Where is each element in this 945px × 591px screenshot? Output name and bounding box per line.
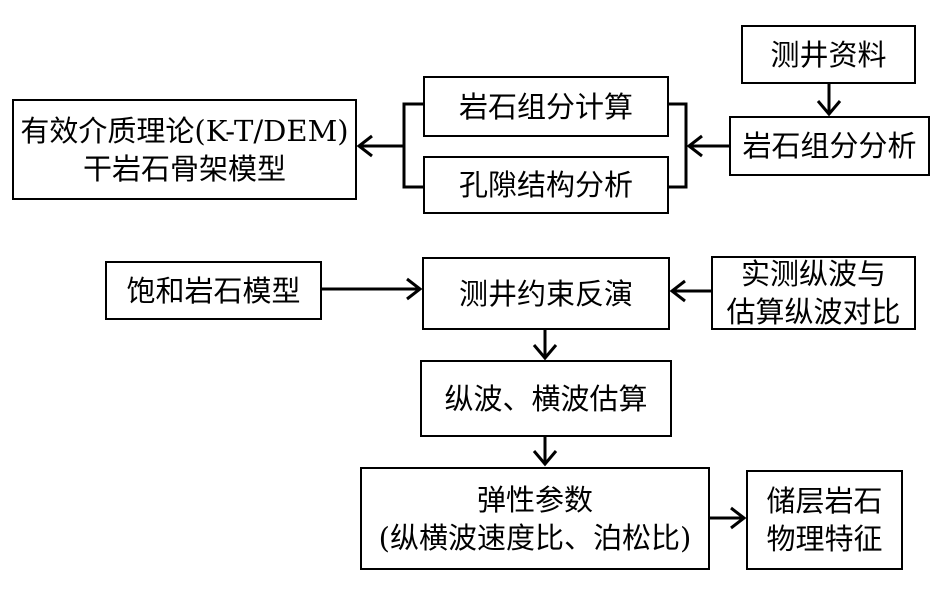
rock-composition-calc-label: 岩石组分计算 (458, 89, 633, 124)
arrowhead-left-1 (686, 134, 703, 158)
arrowhead-down-2 (532, 344, 558, 361)
dry-rock-model-box: 有效介质理论(K-T/DEM) 干岩石骨架模型 (12, 99, 357, 200)
arrowhead-left-2 (356, 134, 373, 158)
reservoir-physical-line2: 物理特征 (766, 522, 883, 556)
arrowhead-right-1 (406, 277, 423, 301)
arrowhead-down-1 (816, 100, 842, 117)
well-constrained-inversion-box: 测井约束反演 (422, 257, 670, 330)
dry-rock-model-line2: 干岩石骨架模型 (82, 151, 286, 186)
rock-composition-calc-box: 岩石组分计算 (423, 76, 669, 137)
pore-structure-analysis-label: 孔隙结构分析 (458, 168, 633, 202)
elastic-params-line2: (纵横波速度比、泊松比) (378, 520, 692, 555)
p-s-wave-estimation-box: 纵波、横波估算 (420, 360, 672, 437)
reservoir-physical-box: 储层岩石 物理特征 (746, 470, 903, 570)
well-data-label: 测井资料 (770, 37, 887, 72)
rock-composition-analysis-label: 岩石组分分析 (742, 129, 917, 163)
p-s-wave-estimation-label: 纵波、横波估算 (444, 381, 648, 416)
saturated-rock-model-box: 饱和岩石模型 (105, 261, 322, 320)
rock-composition-analysis-box: 岩石组分分析 (729, 116, 930, 176)
measured-vs-estimated-line2: 估算纵波对比 (726, 295, 901, 329)
elastic-params-line1: 弹性参数 (476, 482, 593, 517)
elastic-params-box: 弹性参数 (纵横波速度比、泊松比) (360, 467, 710, 570)
measured-vs-estimated-line1: 实测纵波与 (740, 257, 886, 291)
arrowhead-down-3 (532, 450, 558, 467)
arrowhead-right-2 (730, 506, 747, 530)
dry-rock-model-line1: 有效介质理论(K-T/DEM) (20, 113, 349, 148)
well-data-box: 测井资料 (741, 25, 916, 84)
saturated-rock-model-label: 饱和岩石模型 (126, 273, 301, 308)
bracket-right (669, 102, 688, 189)
arrowhead-left-3 (669, 279, 686, 303)
well-constrained-inversion-label: 测井约束反演 (458, 276, 633, 311)
reservoir-physical-line1: 储层岩石 (766, 484, 883, 518)
measured-vs-estimated-box: 实测纵波与 估算纵波对比 (711, 256, 916, 330)
pore-structure-analysis-box: 孔隙结构分析 (423, 156, 669, 214)
bracket-left (402, 102, 423, 189)
